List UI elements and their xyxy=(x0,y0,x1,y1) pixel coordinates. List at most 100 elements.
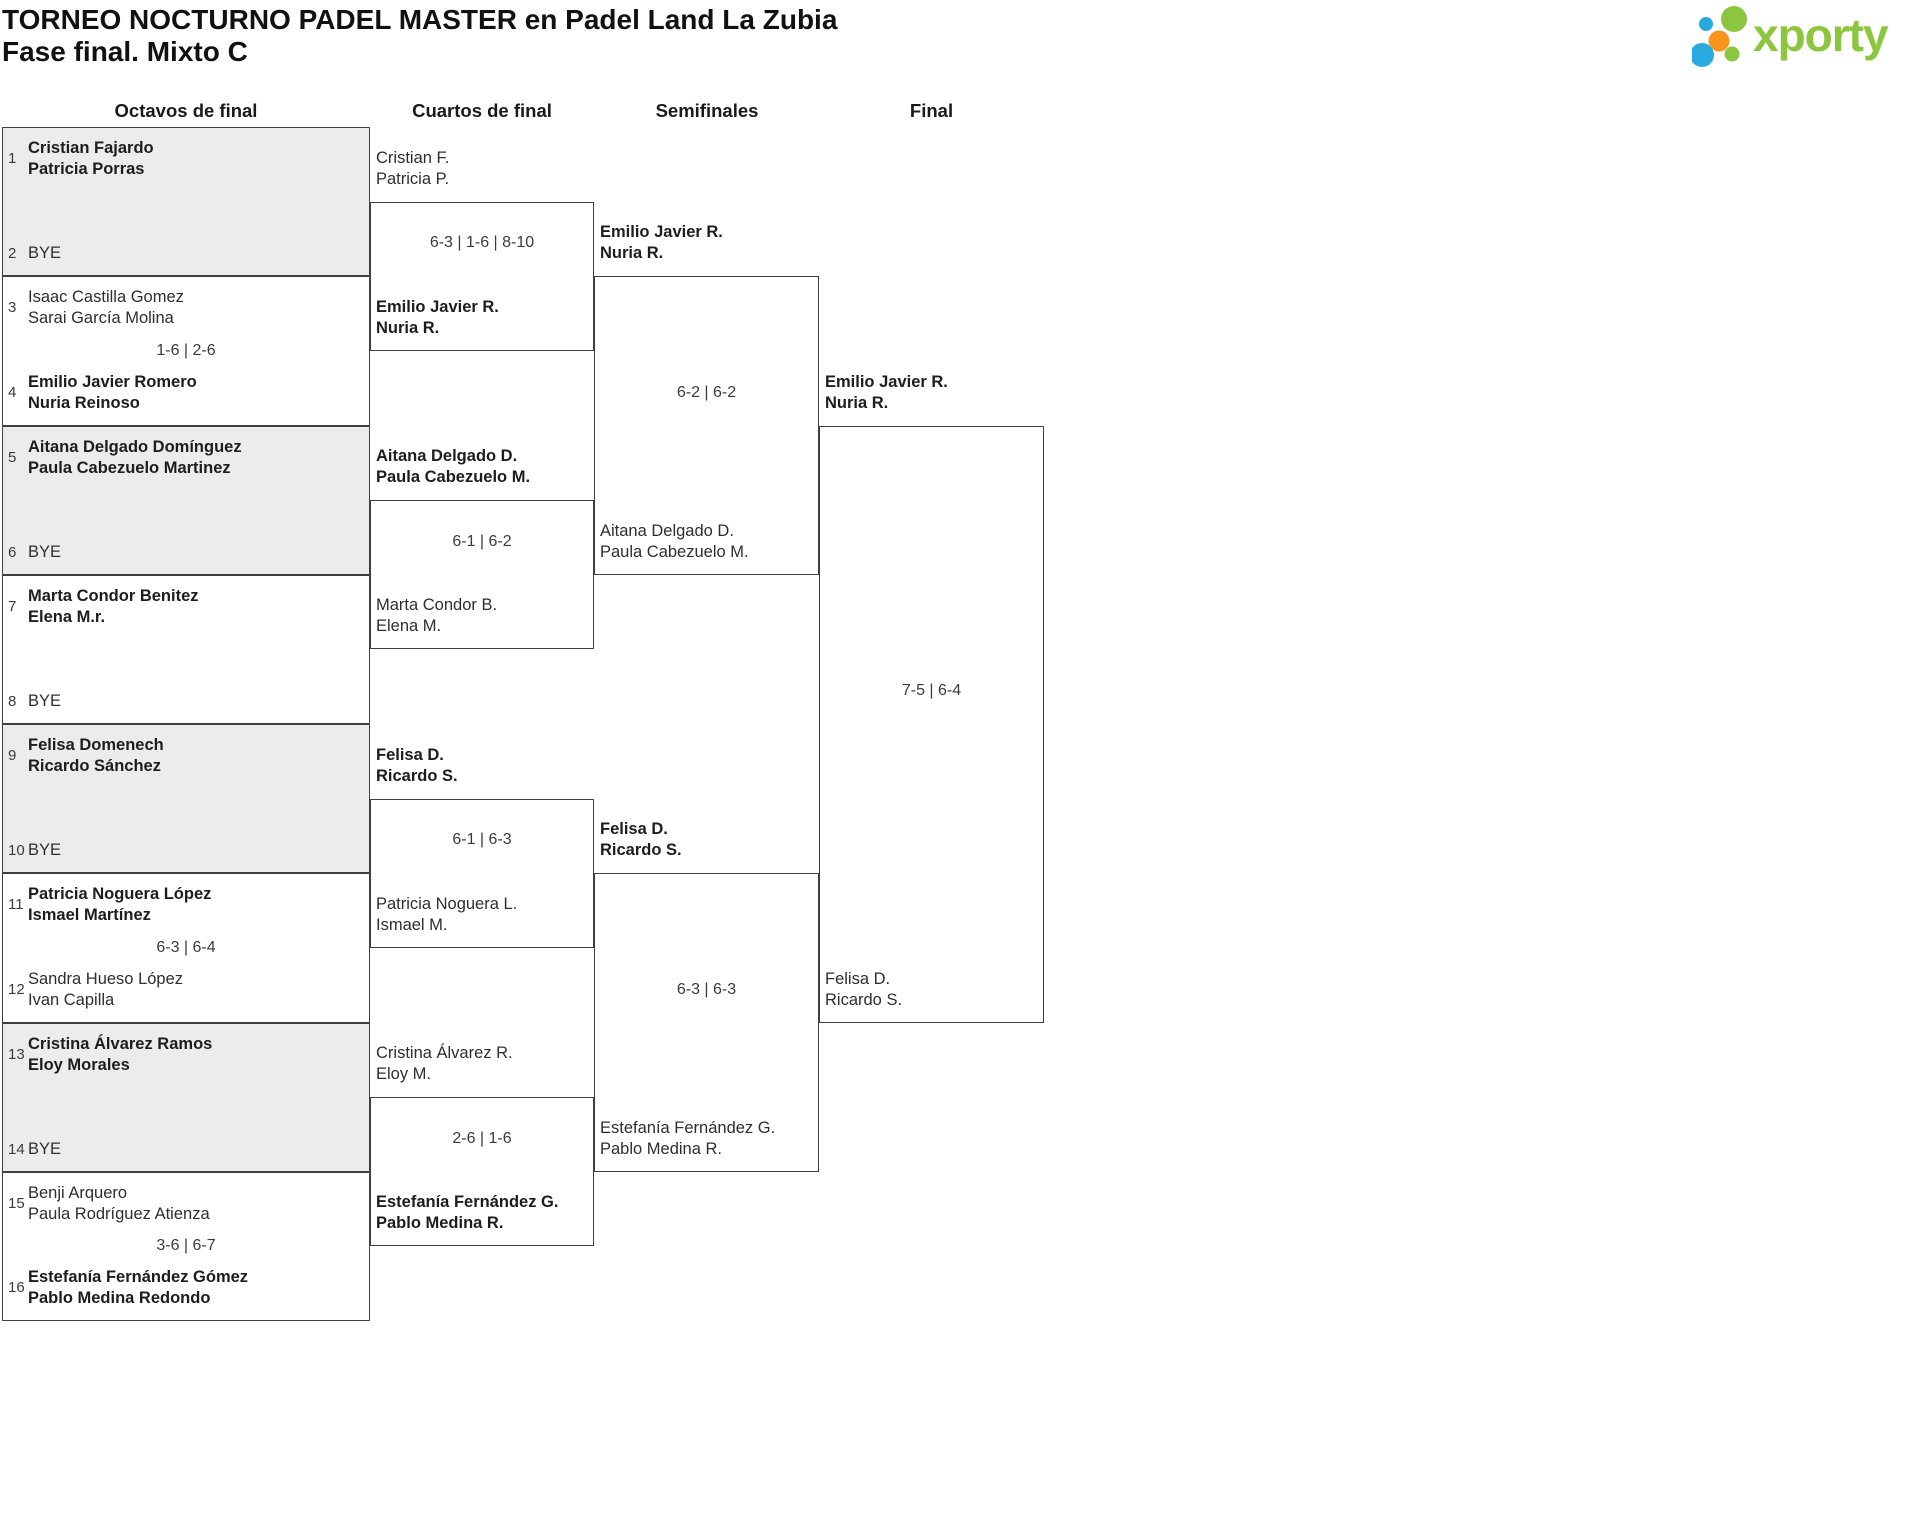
round-header-semifinales: Semifinales xyxy=(655,100,759,121)
match-score: 6-3 | 6-4 xyxy=(156,938,216,956)
round-header-final: Final xyxy=(909,100,954,121)
player-name: Felisa D. xyxy=(600,820,668,839)
match-score: 6-2 | 6-2 xyxy=(676,383,737,401)
player-name: BYE xyxy=(28,1139,62,1158)
page-subtitle: Fase final. Mixto C xyxy=(2,36,248,67)
round-header-octavos: Octavos de final xyxy=(114,100,258,121)
player-name: Ismael M. xyxy=(376,915,448,934)
team-players: Felisa D. Ricardo S. xyxy=(376,745,458,787)
player-name: Felisa D. xyxy=(376,745,444,764)
match-score: 6-1 | 6-3 xyxy=(452,831,512,849)
match-score: 2-6 | 1-6 xyxy=(452,1129,512,1147)
player-name: Aitana Delgado D. xyxy=(600,521,734,540)
xporty-logo-dots xyxy=(1692,6,1747,67)
player-name: Elena M. xyxy=(376,617,442,636)
player-name: Pablo Medina R. xyxy=(376,1214,504,1233)
player-name: Cristian F. xyxy=(376,148,450,167)
match-score: 3-6 | 6-7 xyxy=(156,1237,216,1255)
bye-label: BYE xyxy=(28,1139,61,1160)
octavos-match-box xyxy=(2,574,370,724)
cuartos-match-box xyxy=(370,1097,594,1247)
team-players: Marta Condor B. Elena M. xyxy=(376,595,497,637)
octavos-match-box xyxy=(2,425,370,575)
team-players: Estefanía Fernández G. Pablo Medina R. xyxy=(376,1192,558,1234)
team-seed: 7 xyxy=(8,597,17,615)
player-name: Patricia Porras xyxy=(28,160,145,178)
player-name: Felisa Domenech xyxy=(28,736,164,754)
match-score: 6-1 | 6-2 xyxy=(452,532,512,550)
bye-label: BYE xyxy=(28,840,61,861)
player-name: BYE xyxy=(28,542,62,561)
player-name: BYE xyxy=(28,244,62,263)
xporty-logo-text: xporty xyxy=(1753,9,1889,61)
octavos-match-box xyxy=(2,1022,370,1172)
player-name: Sandra Hueso López xyxy=(28,969,184,988)
player-name: Marta Condor Benitez xyxy=(28,586,199,605)
player-name: Paula Rodríguez Atienza xyxy=(28,1204,210,1223)
player-name: Aitana Delgado Domínguez xyxy=(28,437,242,456)
player-name: Paula Cabezuelo Martinez xyxy=(28,458,231,477)
octavos-match-box xyxy=(2,1171,370,1321)
player-name: Ismael Martínez xyxy=(28,906,151,925)
team-seed: 5 xyxy=(8,448,17,466)
round-header-cuartos: Cuartos de final xyxy=(412,100,552,121)
player-name: Paula Cabezuelo M. xyxy=(376,468,531,487)
player-name: Ricardo S. xyxy=(600,841,682,860)
team-seed: 15 xyxy=(8,1194,25,1212)
bye-label: BYE xyxy=(28,542,61,563)
octavos-match-box xyxy=(2,127,370,277)
team-players: Emilio Javier R.Nuria R. xyxy=(825,372,948,414)
player-name: Pablo Medina Redondo xyxy=(28,1289,211,1307)
player-name: Ricardo Sánchez xyxy=(28,757,161,775)
page-title: TORNEO NOCTURNO PADEL MASTER en Padel La… xyxy=(2,4,838,35)
team-seed: 14 xyxy=(8,1140,25,1158)
player-name: Ivan Capilla xyxy=(28,990,115,1009)
team-seed: 4 xyxy=(8,383,17,401)
team-seed: 1 xyxy=(8,150,17,167)
player-name: Patricia Noguera L. xyxy=(376,894,518,913)
team-players: Cristian F. Patricia P. xyxy=(376,148,449,190)
player-name: Emilio Javier R. xyxy=(825,372,948,391)
semifinales-match-box xyxy=(594,873,819,1172)
xporty-logo[interactable]: xporty xyxy=(1692,2,1918,68)
team-players: Aitana Delgado D. Paula Cabezuelo M. xyxy=(376,446,530,488)
player-name: BYE xyxy=(28,692,62,710)
team-seed: 9 xyxy=(8,747,17,764)
team-seed: 6 xyxy=(8,543,17,561)
player-name: Emilio Javier Romero xyxy=(28,372,197,391)
cuartos-match-box xyxy=(370,500,594,650)
player-name: Marta Condor B. xyxy=(376,596,498,615)
player-name: Estefanía Fernández Gómez xyxy=(28,1268,249,1286)
cuartos-match-box xyxy=(370,798,594,948)
team-players: Emilio Javier R.Nuria R. xyxy=(600,222,723,264)
player-name: Patricia P. xyxy=(376,169,450,188)
player-name: Estefanía Fernández G. xyxy=(376,1193,559,1212)
team-seed: 2 xyxy=(8,245,17,263)
match-score: 6-3 | 6-3 xyxy=(676,980,737,998)
match-score: 1-6 | 2-6 xyxy=(156,341,216,359)
player-name: Isaac Castilla Gomez xyxy=(28,288,184,307)
octavos-match-box xyxy=(2,276,370,426)
team-seed: 16 xyxy=(8,1279,25,1296)
player-name: Eloy Morales xyxy=(28,1055,130,1074)
match-score: 7-5 | 6-4 xyxy=(901,682,962,699)
player-name: Emilio Javier R. xyxy=(376,297,499,316)
team-seed: 12 xyxy=(8,980,25,998)
player-name: Sarai García Molina xyxy=(28,309,174,328)
player-name: Felisa D. xyxy=(825,969,891,988)
final-match-box xyxy=(819,425,1044,1023)
player-name: Cristina Álvarez R. xyxy=(376,1044,513,1063)
player-name: Ricardo S. xyxy=(376,766,458,785)
player-name: Aitana Delgado D. xyxy=(376,447,518,466)
player-name: Nuria R. xyxy=(600,244,664,263)
team-seed: 11 xyxy=(8,896,24,914)
team-seed: 13 xyxy=(8,1045,25,1063)
team-players: Felisa D.Ricardo S. xyxy=(825,969,902,1011)
player-name: Cristina Álvarez Ramos xyxy=(28,1034,213,1053)
